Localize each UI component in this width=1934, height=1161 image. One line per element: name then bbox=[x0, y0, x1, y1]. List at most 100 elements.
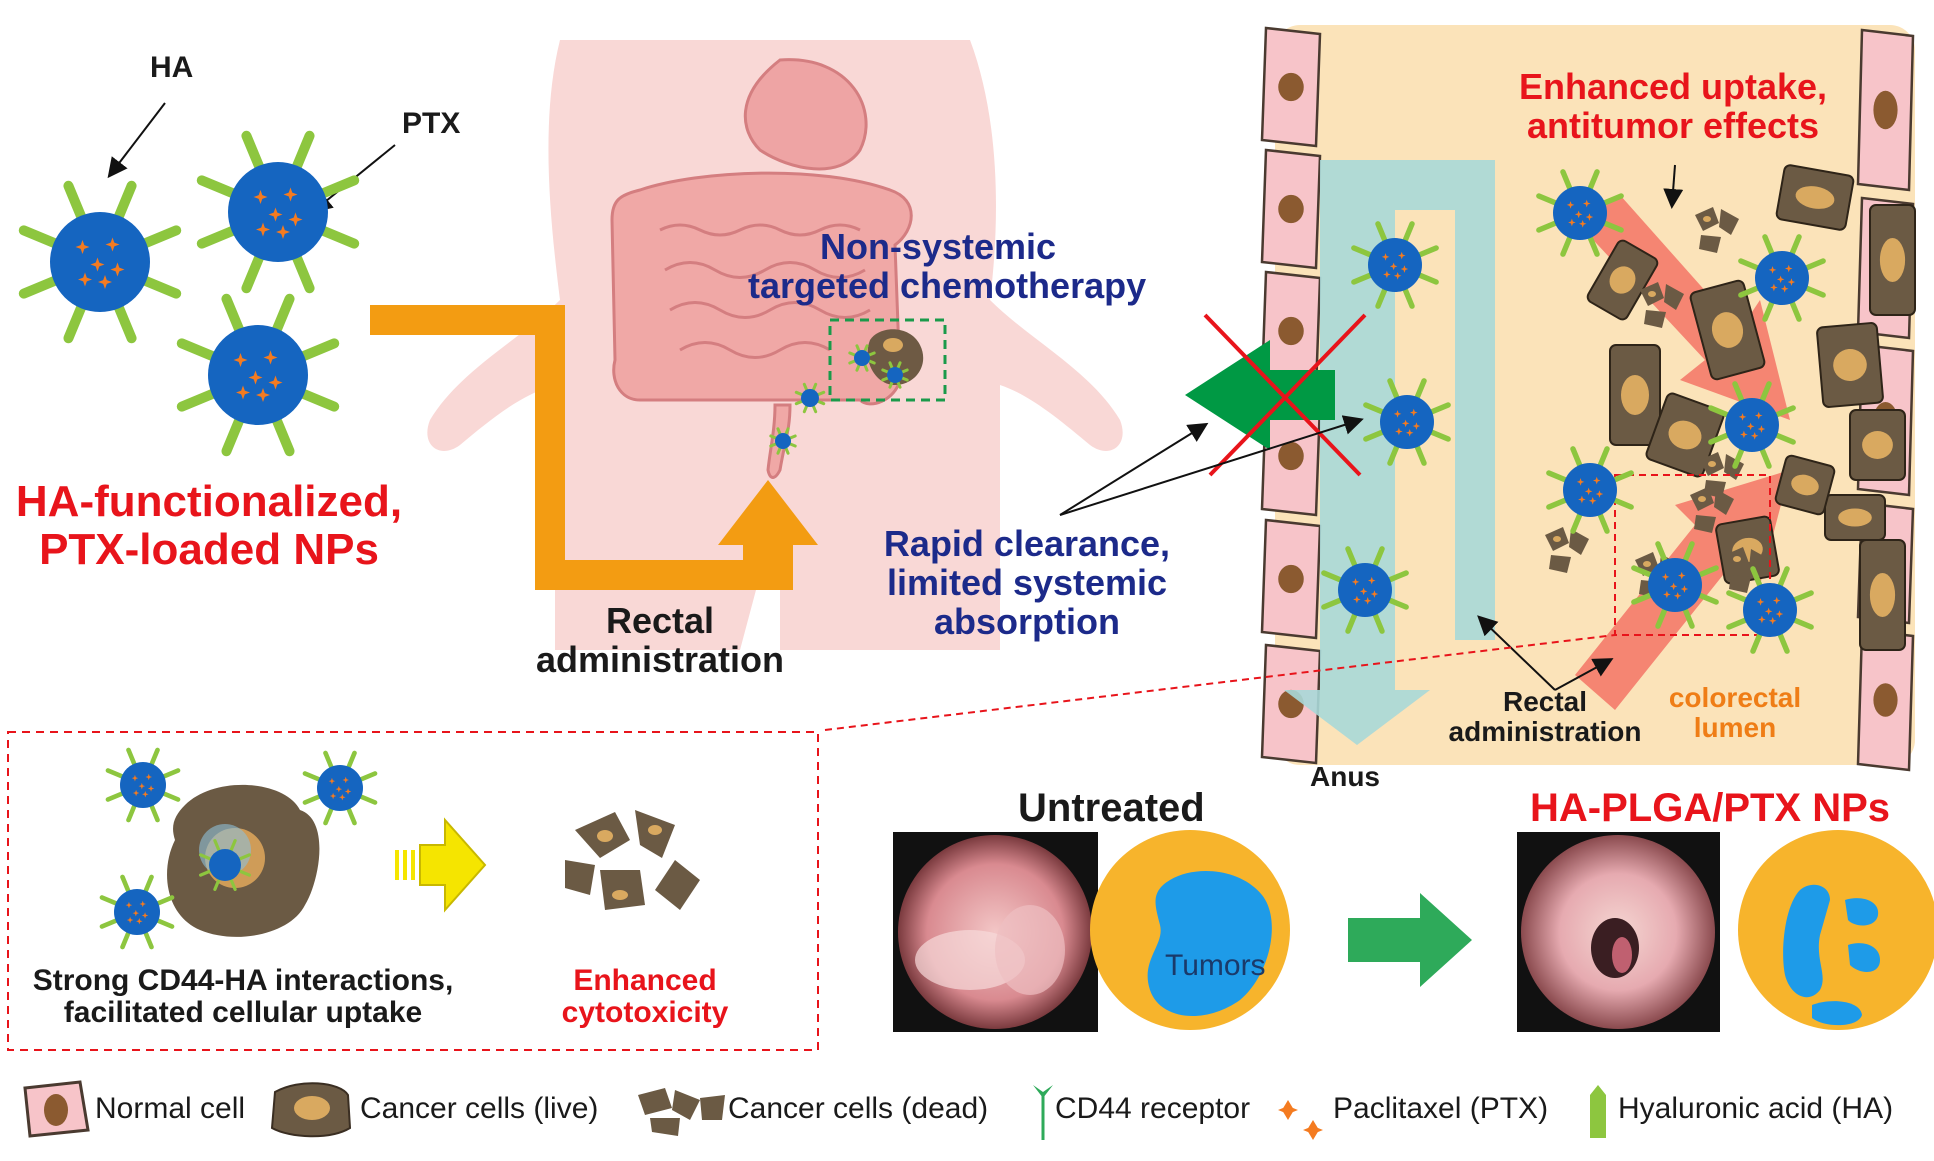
normal-cell bbox=[1260, 148, 1322, 270]
nanoparticle bbox=[302, 750, 378, 826]
anus-label: Anus bbox=[1310, 761, 1380, 792]
cell-interaction-panel bbox=[7, 731, 819, 1051]
transition-arrow bbox=[395, 817, 487, 913]
blocked-clearance-arrow bbox=[1185, 313, 1367, 477]
cancer-cell-uptake bbox=[167, 784, 320, 937]
tumor-schematic-untreated bbox=[1090, 830, 1290, 1030]
normal-cell bbox=[1260, 643, 1322, 765]
nanoparticle bbox=[1536, 169, 1624, 257]
tumor-schematic-treated bbox=[1738, 830, 1934, 1030]
cancer-cell bbox=[1645, 392, 1725, 478]
uptake-label: Enhanced uptake, antitumor effects bbox=[1478, 66, 1868, 146]
colon-zoom-box bbox=[828, 318, 947, 402]
legend-cd44: CD44 receptor bbox=[1055, 1092, 1251, 1125]
uptake-line-1: Enhanced uptake, bbox=[1518, 66, 1828, 107]
lumen-route-line-2: administration bbox=[1448, 716, 1642, 748]
np-title-line-1: HA-functionalized, bbox=[15, 477, 403, 526]
cancer-cell bbox=[1869, 204, 1916, 316]
dead-cancer-cell bbox=[565, 810, 700, 910]
interaction-line-1: Strong CD44-HA interactions, bbox=[32, 964, 454, 997]
nanoparticle bbox=[199, 839, 251, 891]
interaction-label: Strong CD44-HA interactions, facilitated… bbox=[8, 964, 478, 1030]
lumen-label: colorectal lumen bbox=[1650, 682, 1820, 744]
dead-cancer-cell-fragments bbox=[1700, 452, 1744, 498]
nanoparticle bbox=[1708, 381, 1796, 469]
lumen-route-line-1: Rectal bbox=[1502, 686, 1588, 717]
nanoparticle bbox=[1351, 221, 1439, 309]
np-title-line-2: PTX-loaded NPs bbox=[39, 524, 379, 574]
clearance-line-3: absorption bbox=[934, 600, 1120, 642]
cancer-cell bbox=[1824, 494, 1886, 541]
interaction-line-2: facilitated cellular uptake bbox=[63, 996, 423, 1030]
cell-zoom-box bbox=[1614, 474, 1771, 636]
nanoparticle bbox=[18, 180, 182, 344]
treated-label: HA-PLGA/PTX NPs bbox=[1530, 786, 1891, 830]
lumen-line-1: colorectal bbox=[1668, 682, 1802, 713]
nanoparticle bbox=[176, 293, 340, 457]
dead-cancer-cell-fragments bbox=[1545, 527, 1589, 573]
leader-lines bbox=[107, 102, 1684, 691]
lumen-line-2: lumen bbox=[1693, 712, 1777, 744]
nanoparticles bbox=[18, 130, 1826, 950]
legend-ha: Hyaluronic acid (HA) bbox=[1618, 1092, 1894, 1125]
normal-cell bbox=[1260, 395, 1322, 517]
cancer-cell bbox=[1774, 454, 1836, 516]
tumor-label: Tumors bbox=[1165, 949, 1266, 982]
endoscopy-untreated-image bbox=[893, 832, 1098, 1032]
uptake-line-2: antitumor effects bbox=[1526, 104, 1820, 146]
ha-label: HA bbox=[150, 51, 194, 84]
nanoparticle bbox=[99, 874, 175, 950]
cytotoxicity-line-2: cytotoxicity bbox=[561, 996, 729, 1030]
nanoparticle bbox=[105, 747, 181, 823]
ptx-label: PTX bbox=[402, 107, 461, 140]
untreated-label: Untreated bbox=[1018, 786, 1205, 830]
body-route-line-2: administration bbox=[535, 638, 785, 680]
cytotoxicity-line-1: Enhanced bbox=[573, 964, 717, 997]
nanoparticle bbox=[1546, 446, 1634, 534]
left-wall-normal-cells bbox=[1260, 26, 1322, 765]
therapy-line-1: Non-systemic bbox=[819, 226, 1057, 267]
progress-arrow bbox=[1348, 893, 1472, 987]
therapy-label: Non-systemic targeted chemotherapy bbox=[748, 226, 1146, 306]
legend-cancer-live: Cancer cells (live) bbox=[360, 1092, 599, 1125]
nanoparticle bbox=[881, 361, 909, 389]
cancer-cell bbox=[1775, 164, 1855, 231]
nanoparticle bbox=[1363, 378, 1451, 466]
clearance-label: Rapid clearance, limited systemic absorp… bbox=[862, 523, 1192, 642]
body-route-line-1: Rectal bbox=[605, 600, 715, 641]
nanoparticle bbox=[1726, 566, 1814, 654]
nanoparticle bbox=[794, 382, 826, 414]
cancer-cell bbox=[1816, 322, 1884, 408]
np-title: HA-functionalized, PTX-loaded NPs bbox=[0, 478, 418, 573]
tumor-cell-cluster bbox=[1545, 164, 1916, 651]
nanoparticle bbox=[196, 130, 360, 294]
legend-normal-cell: Normal cell bbox=[95, 1092, 246, 1125]
body-route-label: Rectal administration bbox=[515, 600, 805, 680]
nanoparticle bbox=[1321, 546, 1409, 634]
flow-channel bbox=[1284, 160, 1495, 745]
cancer-cell bbox=[1609, 344, 1661, 446]
nanoparticle bbox=[848, 344, 876, 372]
nanoparticle bbox=[769, 427, 797, 455]
legend-cancer-dead: Cancer cells (dead) bbox=[728, 1092, 989, 1125]
normal-cell bbox=[1856, 28, 1915, 192]
nanoparticle bbox=[1738, 234, 1826, 322]
nanoparticle bbox=[1631, 541, 1719, 629]
endoscopy-treated-image bbox=[1517, 832, 1720, 1032]
cancer-cell bbox=[1859, 539, 1906, 651]
rectal-route-arrow bbox=[370, 305, 818, 590]
normal-cell bbox=[1260, 518, 1322, 640]
colon-tumor bbox=[867, 329, 924, 385]
cytotoxicity-label: Enhanced cytotoxicity bbox=[530, 964, 760, 1030]
dead-cancer-cell-fragments bbox=[1640, 282, 1684, 328]
legend-icons bbox=[23, 1080, 1606, 1140]
lumen-route-label: Rectal administration bbox=[1425, 686, 1665, 748]
normal-cell bbox=[1260, 26, 1322, 148]
cancer-cell bbox=[1689, 279, 1766, 381]
zoom-connector bbox=[824, 634, 1616, 731]
clearance-line-2: limited systemic bbox=[886, 561, 1168, 603]
dead-cancer-cell-fragments bbox=[1695, 207, 1739, 253]
clearance-line-1: Rapid clearance, bbox=[883, 523, 1171, 564]
